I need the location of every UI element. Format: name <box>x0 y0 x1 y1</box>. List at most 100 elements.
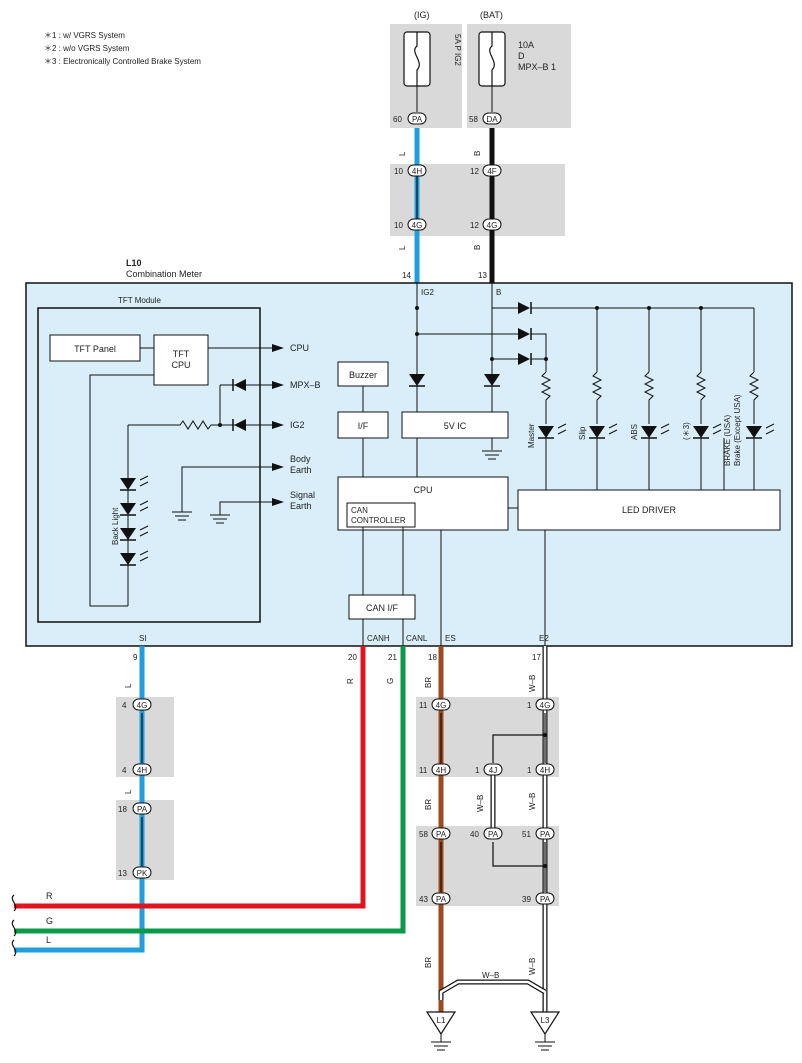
connector-gj-4g-11: 4G 11 <box>419 698 451 711</box>
tft-output-mpxb: MPX–B <box>290 380 321 390</box>
connector-si-4g: 4G 4 <box>122 698 152 711</box>
svg-text:39: 39 <box>522 895 531 904</box>
svg-text:58: 58 <box>469 115 478 124</box>
meter-pin-canh-label: CANH <box>367 634 390 643</box>
svg-text:PA: PA <box>137 805 148 814</box>
led-label-master: Master <box>527 423 536 448</box>
led-label-brake-except: Brake (Except USA) <box>733 394 742 466</box>
tft-output-ig2: IG2 <box>290 420 305 430</box>
signal-earth-ground-icon <box>210 514 230 524</box>
5v-ic-box <box>401 411 509 439</box>
note-1: ＊1 : w/ VGRS System <box>44 31 125 40</box>
fuse-ig-header: (IG) <box>414 10 430 20</box>
connector-gj-pa-51: PA 51 <box>522 827 555 840</box>
led-driver-box <box>517 489 781 531</box>
wire-label-e2-wb-3: W–B <box>528 958 537 975</box>
svg-text:1: 1 <box>475 766 480 775</box>
connector-4h-10: 4H 10 <box>394 164 427 177</box>
led-label-slip: Slip <box>578 426 587 440</box>
fuse-bat-icon <box>478 31 506 87</box>
back-light-label: Back Light <box>111 507 120 545</box>
svg-text:4G: 4G <box>412 221 423 230</box>
svg-text:1: 1 <box>527 701 532 710</box>
svg-text:DA: DA <box>486 115 498 124</box>
resistor-icon <box>128 420 220 430</box>
wire-break-icon <box>11 894 17 957</box>
note-2: ＊2 : w/o VGRS System <box>44 44 130 53</box>
meter-ig2-label: IG2 <box>421 288 434 297</box>
back-light-leds <box>120 475 149 606</box>
meter-b-label: B <box>496 288 501 297</box>
ig2-down-diode-icon <box>409 374 425 386</box>
connector-gj-pa-40: PA 40 <box>470 827 503 840</box>
wire-label-canh-r: R <box>346 678 355 684</box>
meter-pin-es-label: ES <box>445 634 456 643</box>
led-label-abs: ABS <box>630 424 639 440</box>
led-bus-diode-2-icon <box>518 328 530 340</box>
meter-pin-21: 21 <box>388 653 397 662</box>
tft-cpu-box <box>153 334 209 386</box>
can-if-box <box>348 594 416 620</box>
connector-4g-10: 4G 10 <box>394 218 427 231</box>
wire-label-b-2: B <box>473 245 482 250</box>
svg-text:11: 11 <box>419 766 428 775</box>
svg-text:PA: PA <box>488 830 499 839</box>
ground-point-l3-icon <box>529 1011 561 1051</box>
can-controller-label-2: CONTROLLER <box>351 516 406 525</box>
svg-text:4: 4 <box>122 766 127 775</box>
meter-pin-18: 18 <box>428 653 437 662</box>
connector-gj-pa-39: PA 39 <box>522 892 555 905</box>
svg-text:43: 43 <box>419 895 428 904</box>
meter-name: Combination Meter <box>126 269 202 279</box>
svg-text:10: 10 <box>394 167 403 176</box>
svg-text:4G: 4G <box>540 701 551 710</box>
svg-text:10: 10 <box>394 221 403 230</box>
tft-output-signal-earth-2: Earth <box>290 501 312 511</box>
connector-gj-4g-1: 4G 1 <box>527 698 555 711</box>
svg-text:4H: 4H <box>436 766 446 775</box>
connector-pa-60: PA 60 <box>393 112 427 125</box>
fuse-bat-name-1: 10A <box>518 40 534 50</box>
svg-text:4H: 4H <box>137 766 147 775</box>
wire-label-canl-g: G <box>386 678 395 684</box>
wire-label-bottom-wb: W–B <box>482 971 499 980</box>
meter-pin-canl-label: CANL <box>406 634 428 643</box>
buzzer-label: Buzzer <box>349 370 377 380</box>
connector-gj-4j-1: 4J 1 <box>475 763 503 776</box>
fuse-ig-name: 5A P IG2 <box>453 34 462 66</box>
led-label-ecb: (＊3) <box>682 422 691 440</box>
meter-pin-17: 17 <box>532 653 541 662</box>
wire-label-es-br-3: BR <box>424 957 433 968</box>
wire-canl-green <box>14 646 406 934</box>
svg-text:12: 12 <box>470 221 479 230</box>
meter-pin-9: 9 <box>133 653 138 662</box>
led-bus-diode-3-icon <box>518 353 530 365</box>
if-label: I/F <box>358 421 369 431</box>
svg-text:18: 18 <box>118 805 127 814</box>
note-3: ＊3 : Electronically Controlled Brake Sys… <box>44 57 201 66</box>
svg-text:PA: PA <box>540 830 551 839</box>
svg-text:4G: 4G <box>436 701 447 710</box>
ig2-diode-icon <box>234 419 246 431</box>
svg-text:1: 1 <box>527 766 532 775</box>
svg-text:4: 4 <box>122 701 127 710</box>
svg-text:11: 11 <box>419 701 428 710</box>
wire-label-b-1: B <box>473 151 482 156</box>
tft-panel-label: TFT Panel <box>74 344 116 354</box>
5v-ground-icon <box>482 450 502 460</box>
signal-earth-arrow-icon <box>272 498 284 506</box>
svg-text:40: 40 <box>470 830 479 839</box>
fuse-ig-icon <box>403 31 431 87</box>
cpu-label: CPU <box>413 485 432 495</box>
wire-label-left-l: L <box>46 935 51 945</box>
svg-text:PK: PK <box>137 869 148 878</box>
can-if-label: CAN I/F <box>366 603 399 613</box>
wire-label-si-l-1: L <box>124 683 133 688</box>
svg-text:12: 12 <box>470 167 479 176</box>
connector-da-58: DA 58 <box>469 112 502 125</box>
connector-4g-12: 4G 12 <box>470 218 502 231</box>
tft-panel-box <box>49 334 141 362</box>
tft-cpu-label-2: CPU <box>171 360 190 370</box>
svg-text:4G: 4G <box>487 221 498 230</box>
ground-l3-label: L3 <box>541 1016 550 1025</box>
